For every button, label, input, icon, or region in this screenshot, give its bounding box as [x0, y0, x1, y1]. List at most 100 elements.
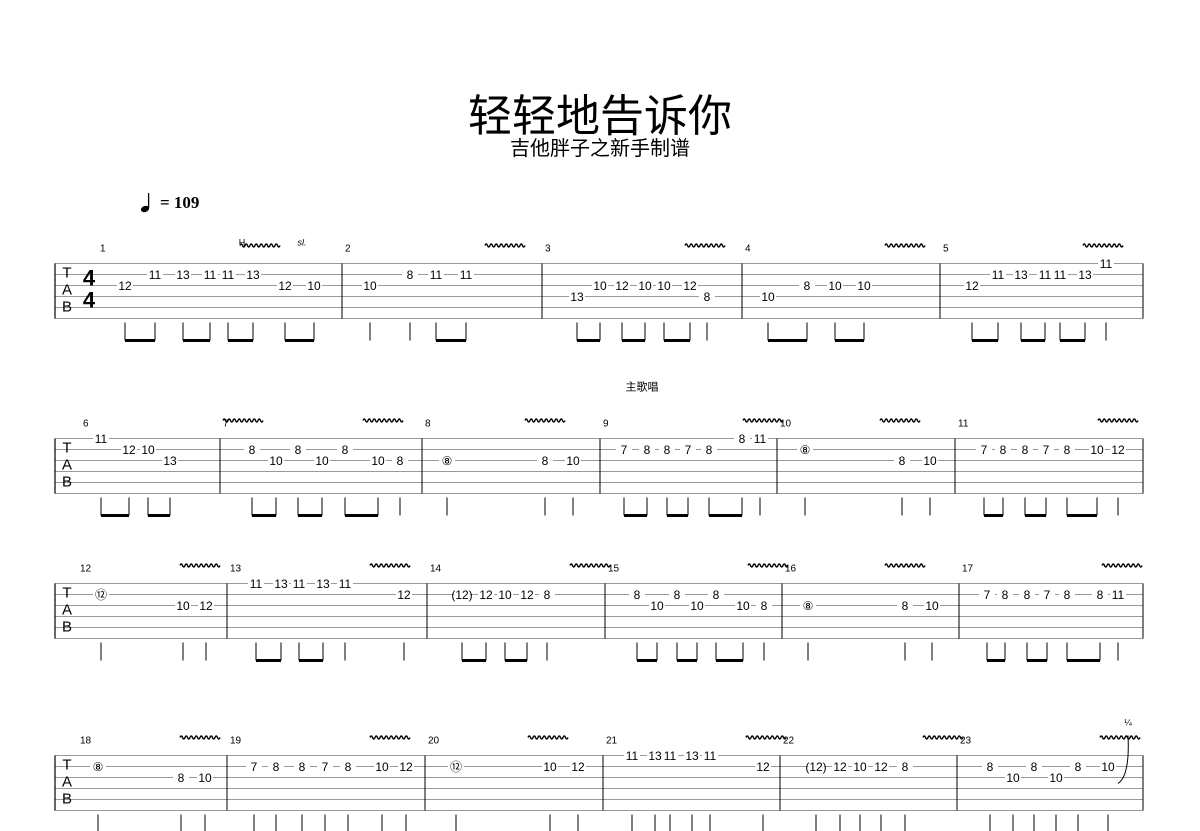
fret-number: 13	[1014, 268, 1028, 282]
vibrato-mark	[1082, 243, 1124, 248]
measure-number: 15	[608, 564, 620, 575]
tab-clef-letter: T	[62, 265, 71, 282]
vibrato-mark	[684, 243, 726, 248]
fret-number: 12	[1111, 443, 1125, 457]
fret-background	[140, 443, 156, 456]
fret-background	[273, 577, 289, 590]
fret-background	[374, 760, 390, 773]
fret-number: 8	[1097, 588, 1104, 602]
fret-background	[147, 268, 163, 281]
fret-background	[246, 760, 262, 773]
fret-number: 11	[222, 268, 235, 282]
fret-background	[268, 454, 284, 467]
fret-number: (12)	[451, 588, 472, 602]
vibrato-mark	[747, 563, 789, 568]
fret-number: 8	[249, 443, 256, 457]
fret-background	[708, 588, 724, 601]
fret-number: 10	[363, 279, 377, 293]
fret-background	[337, 577, 353, 590]
fret-background	[542, 760, 558, 773]
fret-number: 13	[685, 749, 699, 763]
fret-number: ⑫	[95, 588, 107, 602]
fret-number: 10	[1049, 771, 1063, 785]
fret-background	[701, 443, 717, 456]
time-signature-bottom: 4	[83, 288, 96, 313]
fret-number: 12	[199, 599, 213, 613]
bend-arrow	[1117, 735, 1129, 784]
fret-number: 12	[874, 760, 888, 774]
fret-number: 10	[923, 454, 937, 468]
fret-background	[922, 454, 938, 467]
fret-background	[856, 279, 872, 292]
fret-number: 12	[571, 760, 585, 774]
fret-number: 10	[1101, 760, 1115, 774]
measure-number: 14	[430, 564, 442, 575]
fret-background	[294, 760, 310, 773]
fret-background	[1110, 588, 1126, 601]
fret-background	[639, 443, 655, 456]
measure-number: 17	[962, 564, 974, 575]
measure-number: 19	[230, 736, 242, 747]
fret-background	[497, 588, 513, 601]
fret-background	[290, 443, 306, 456]
fret-background	[315, 577, 331, 590]
fret-background	[662, 749, 678, 762]
fret-background	[202, 268, 218, 281]
section-label: 主歌唱	[626, 380, 659, 394]
fret-background	[402, 268, 418, 281]
fret-number: 10	[690, 599, 704, 613]
fret-number: 8	[664, 443, 671, 457]
vibrato-mark	[362, 418, 404, 423]
fret-background	[197, 771, 213, 784]
fret-number: 11	[1039, 268, 1052, 282]
fret-background	[616, 443, 632, 456]
fret-number: 12	[399, 760, 413, 774]
fret-number: 12	[278, 279, 292, 293]
fret-background	[629, 588, 645, 601]
fret-number: 8	[706, 443, 713, 457]
fret-background	[565, 454, 581, 467]
fret-number: 8	[987, 760, 994, 774]
fret-background	[340, 760, 356, 773]
fret-background	[1110, 443, 1126, 456]
fret-background	[656, 279, 672, 292]
fret-number: 10	[141, 443, 155, 457]
fret-number: 12	[397, 588, 411, 602]
fret-number: 12	[118, 279, 132, 293]
fret-number: 10	[307, 279, 321, 293]
time-signature-top: 4	[83, 266, 96, 291]
fret-number: 8	[739, 432, 746, 446]
fret-number: 13	[176, 268, 190, 282]
fret-number: 8	[1064, 588, 1071, 602]
fret-background	[478, 588, 494, 601]
slide-label: sl.	[298, 238, 307, 248]
fret-number: 13	[648, 749, 662, 763]
fret-number: 11	[754, 432, 767, 446]
vibrato-mark	[922, 735, 964, 740]
fret-number: 11	[95, 432, 108, 446]
vibrato-mark	[222, 418, 264, 423]
fret-number: 13	[316, 577, 330, 591]
fret-background	[982, 760, 998, 773]
fret-number: 11	[704, 749, 717, 763]
fret-number: 8	[397, 454, 404, 468]
fret-number: 7	[1043, 443, 1050, 457]
fret-number: 12	[756, 760, 770, 774]
fret-background	[734, 432, 750, 445]
fret-background	[337, 443, 353, 456]
fret-background	[669, 588, 685, 601]
fret-number: 8	[644, 443, 651, 457]
tab-clef-letter: B	[62, 791, 72, 808]
fret-number: 7	[251, 760, 258, 774]
fret-background	[314, 454, 330, 467]
fret-background	[924, 599, 940, 612]
fret-background	[1026, 760, 1042, 773]
fret-number: 10	[657, 279, 671, 293]
